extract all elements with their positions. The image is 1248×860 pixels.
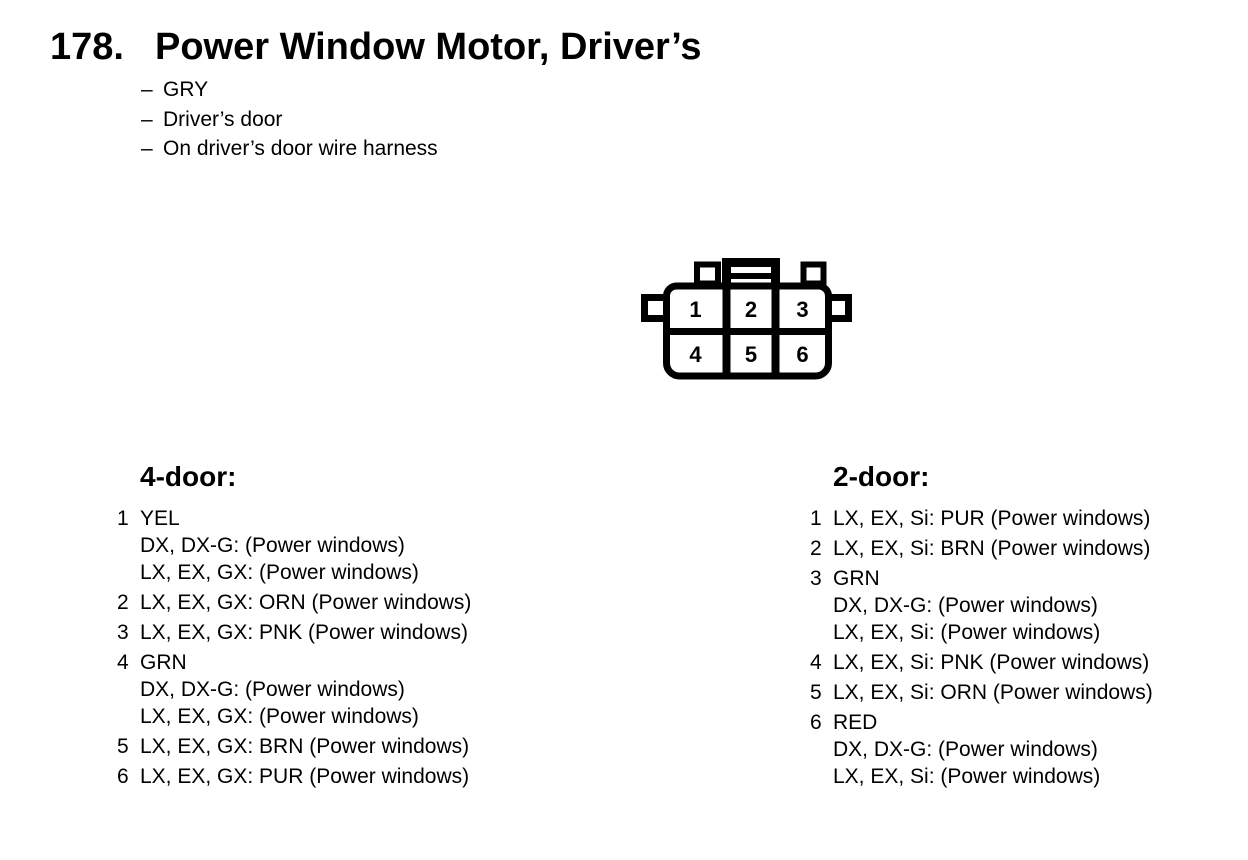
pin-wire-line: LX, EX, GX: BRN (Power windows): [140, 735, 470, 758]
note-line: – Driver’s door: [141, 105, 438, 135]
connector-notes: – GRY – Driver’s door – On driver’s door…: [141, 75, 438, 164]
pin-cavity-2: 2: [745, 297, 757, 322]
pin-number: 5: [810, 681, 822, 704]
pin-entry: 4 GRN DX, DX-G: (Power windows) LX, EX, …: [117, 649, 471, 730]
pin-wire-line: LX, EX, Si: ORN (Power windows): [833, 681, 1153, 704]
pin-wire-line: YEL: [140, 507, 180, 530]
pin-wire-line: GRN: [140, 651, 187, 674]
pin-variant-line: DX, DX-G: (Power windows): [833, 594, 1098, 617]
pin-number: 5: [117, 735, 129, 758]
pin-entry: 1 LX, EX, Si: PUR (Power windows): [810, 505, 1153, 532]
pin-entry: 5 LX, EX, Si: ORN (Power windows): [810, 679, 1153, 706]
pin-variant-line: DX, DX-G: (Power windows): [140, 678, 405, 701]
pin-wire-line: GRN: [833, 567, 880, 590]
pin-wire-line: LX, EX, GX: PUR (Power windows): [140, 765, 470, 788]
pin-wire-line: LX, EX, Si: BRN (Power windows): [833, 537, 1151, 560]
pin-number: 6: [810, 711, 822, 734]
pin-variant-line: LX, EX, GX: (Power windows): [140, 561, 419, 584]
pin-number: 6: [117, 765, 129, 788]
note-text: On driver’s door wire harness: [163, 137, 438, 160]
page-title: 178. Power Window Motor, Driver’s: [50, 28, 702, 66]
section-number: 178.: [50, 26, 124, 68]
pin-number: 2: [117, 591, 129, 614]
pin-entry: 1 YEL DX, DX-G: (Power windows) LX, EX, …: [117, 505, 471, 586]
connector-pinout-diagram: 1 2 3 4 5 6: [641, 258, 852, 380]
pin-entry: 6 RED DX, DX-G: (Power windows) LX, EX, …: [810, 709, 1153, 790]
pin-list-4door: 4-door: 1 YEL DX, DX-G: (Power windows) …: [117, 462, 471, 790]
pin-number: 3: [117, 621, 129, 644]
pin-number: 1: [117, 507, 129, 530]
pin-entry: 3 GRN DX, DX-G: (Power windows) LX, EX, …: [810, 565, 1153, 646]
pin-number: 4: [117, 651, 129, 674]
note-text: GRY: [163, 78, 209, 101]
pin-variant-line: LX, EX, Si: (Power windows): [833, 621, 1101, 644]
connector-top-tab-right: [800, 261, 827, 287]
pin-entry: 3 LX, EX, GX: PNK (Power windows): [117, 619, 471, 646]
pin-entry: 5 LX, EX, GX: BRN (Power windows): [117, 733, 471, 760]
pin-wire-line: LX, EX, GX: PNK (Power windows): [140, 621, 468, 644]
pin-number: 2: [810, 537, 822, 560]
note-line: – GRY: [141, 75, 438, 105]
dash-bullet: –: [141, 107, 153, 131]
pin-cavity-3: 3: [796, 297, 808, 322]
note-text: Driver’s door: [163, 107, 283, 131]
pin-list-2door: 2-door: 1 LX, EX, Si: PUR (Power windows…: [810, 462, 1153, 790]
dash-bullet: –: [141, 78, 153, 101]
pin-variant-line: LX, EX, Si: (Power windows): [833, 765, 1101, 788]
pin-variant-line: DX, DX-G: (Power windows): [833, 738, 1098, 761]
pin-entry: 6 LX, EX, GX: PUR (Power windows): [117, 763, 471, 790]
pin-number: 3: [810, 567, 822, 590]
pin-cavity-4: 4: [689, 342, 702, 367]
pin-wire-line: LX, EX, Si: PNK (Power windows): [833, 651, 1150, 674]
pin-entry: 2 LX, EX, Si: BRN (Power windows): [810, 535, 1153, 562]
pin-wire-line: LX, EX, Si: PUR (Power windows): [833, 507, 1151, 530]
pin-entry: 2 LX, EX, GX: ORN (Power windows): [117, 589, 471, 616]
pin-entry: 4 LX, EX, Si: PNK (Power windows): [810, 649, 1153, 676]
note-line: – On driver’s door wire harness: [141, 134, 438, 164]
pin-variant-line: LX, EX, GX: (Power windows): [140, 705, 419, 728]
pin-cavity-5: 5: [745, 342, 757, 367]
pin-wire-line: LX, EX, GX: ORN (Power windows): [140, 591, 472, 614]
pin-variant-line: DX, DX-G: (Power windows): [140, 534, 405, 557]
pin-wire-line: RED: [833, 711, 878, 734]
column-heading: 4-door:: [140, 461, 237, 492]
pin-cavity-1: 1: [689, 297, 701, 322]
column-heading: 2-door:: [833, 461, 930, 492]
dash-bullet: –: [141, 137, 153, 160]
connector-top-tab-left: [694, 261, 721, 287]
pin-number: 1: [810, 507, 822, 530]
pin-number: 4: [810, 651, 822, 674]
section-title: Power Window Motor, Driver’s: [155, 26, 702, 68]
pin-cavity-6: 6: [796, 342, 808, 367]
